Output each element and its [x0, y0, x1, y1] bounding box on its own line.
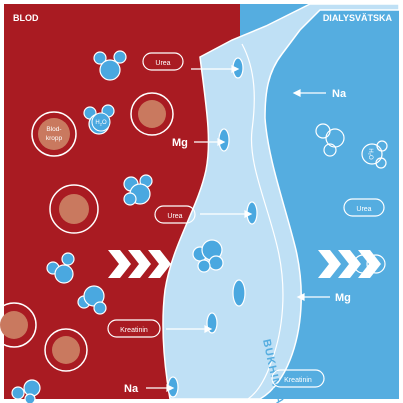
- water-molecule: H2O: [92, 113, 110, 131]
- na-label-blood: Na: [124, 383, 139, 395]
- mg-label-dialysate: Mg: [335, 292, 351, 304]
- water-label: H2O: [95, 120, 107, 127]
- urea-label: Urea: [356, 206, 371, 213]
- kreatinin-label: Kreatinin: [120, 327, 148, 334]
- water-label: H₂O: [367, 148, 373, 160]
- mg-label-blood: Mg: [172, 137, 188, 149]
- blood-cell-label-line1: Blod-: [46, 126, 61, 133]
- pore-icon: [233, 280, 245, 306]
- blood-cell-label-line2: kropp: [46, 135, 63, 142]
- kreatinin-label: Kreatinin: [284, 377, 312, 384]
- blood-cell-labeled: Blod- kropp: [32, 112, 76, 156]
- blood-header: BLOD: [13, 13, 39, 23]
- na-label-dialysate: Na: [332, 88, 347, 100]
- urea-label: Urea: [167, 213, 182, 220]
- dialysate-header: DIALYSVÄTSKA: [323, 13, 393, 23]
- urea-label: Urea: [155, 60, 170, 67]
